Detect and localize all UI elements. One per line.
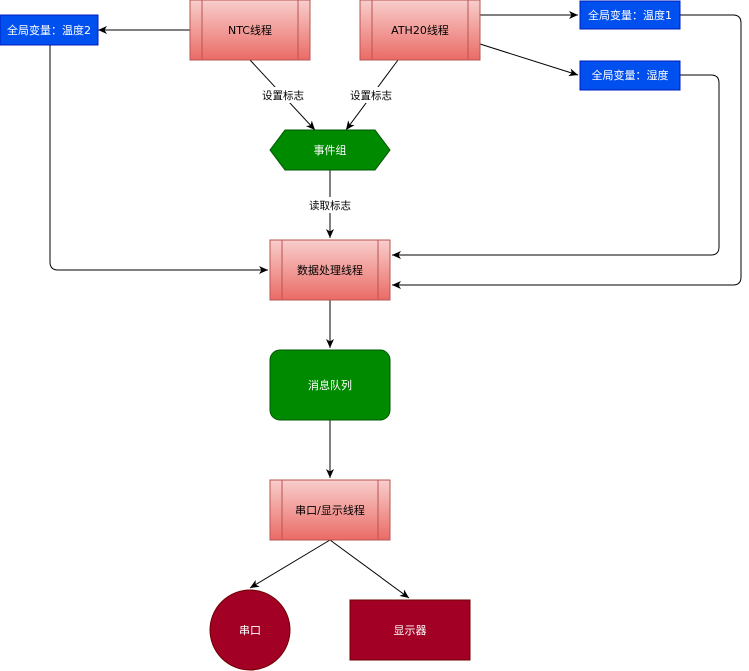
- message-queue-label: 消息队列: [308, 378, 352, 392]
- data-thread-node[interactable]: 数据处理线程: [269, 239, 391, 301]
- global-humidity-label: 全局变量：湿度: [592, 68, 669, 82]
- data-thread-label: 数据处理线程: [297, 263, 363, 277]
- ath20-thread-node[interactable]: ATH20线程: [359, 0, 481, 61]
- message-queue-node[interactable]: 消息队列: [269, 349, 391, 421]
- edge-humidity-to-data: [392, 74, 720, 259]
- global-temp2-node[interactable]: 全局变量：温度2: [0, 14, 99, 46]
- event-group-node[interactable]: 事件组: [269, 129, 391, 171]
- edge-label-set-flag-ath20: 设置标志: [350, 89, 392, 102]
- edge-serial-to-port: [249, 539, 331, 589]
- serial-port-node[interactable]: 串口: [209, 589, 291, 671]
- global-temp2-label: 全局变量：温度2: [7, 23, 91, 37]
- ath20-thread-label: ATH20线程: [391, 23, 449, 37]
- edges: [49, 11, 742, 599]
- serial-display-thread-label: 串口/显示线程: [295, 503, 365, 517]
- serial-port-label: 串口: [239, 624, 261, 637]
- display-node[interactable]: 显示器: [349, 599, 471, 661]
- serial-display-thread-node[interactable]: 串口/显示线程: [269, 479, 391, 541]
- edge-ath20-to-humidity: [479, 43, 579, 77]
- display-label: 显示器: [394, 624, 427, 637]
- global-temp1-label: 全局变量：温度1: [588, 8, 672, 22]
- global-humidity-node[interactable]: 全局变量：湿度: [579, 60, 681, 91]
- edge-labels: 设置标志 设置标志 读取标志: [258, 87, 396, 213]
- ntc-thread-node[interactable]: NTC线程: [189, 0, 311, 61]
- ntc-thread-label: NTC线程: [228, 23, 272, 37]
- edge-temp2-to-data: [49, 45, 268, 274]
- edge-temp1-to-data: [392, 14, 742, 289]
- edge-label-read-flag: 读取标志: [309, 199, 351, 212]
- edge-serial-to-display: [329, 539, 410, 599]
- edge-label-set-flag-ntc: 设置标志: [262, 89, 304, 102]
- event-group-label: 事件组: [314, 143, 347, 157]
- global-temp1-node[interactable]: 全局变量：温度1: [579, 0, 681, 30]
